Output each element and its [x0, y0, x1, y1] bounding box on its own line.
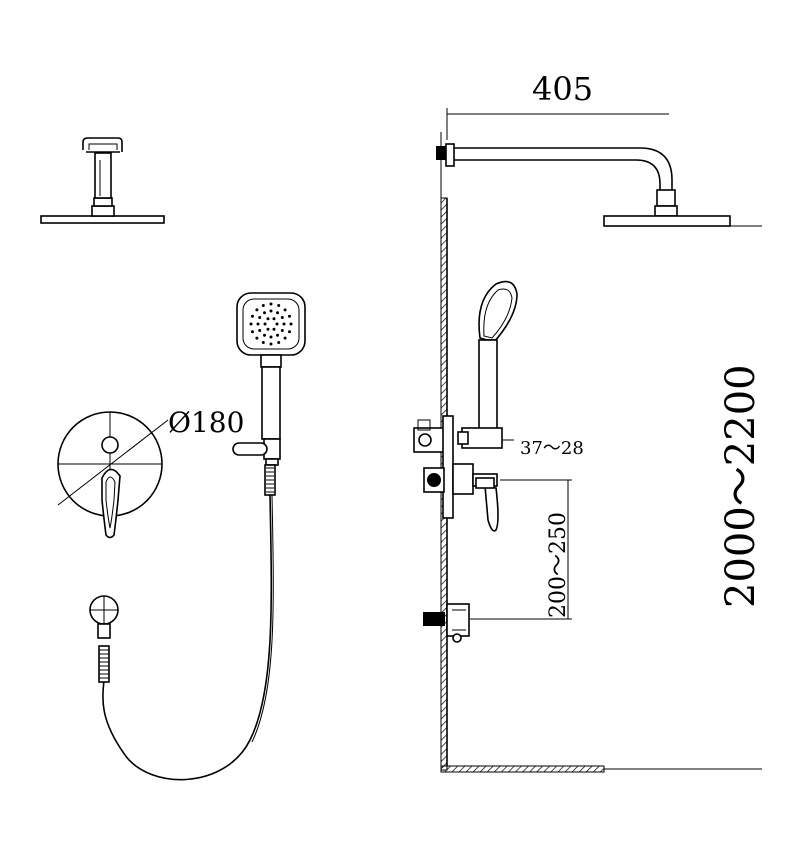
- spray-nozzle: [288, 330, 291, 334]
- valve-plate-front-view: [57, 411, 169, 539]
- spray-nozzle: [261, 341, 265, 344]
- valve-outlet-dimension: [470, 439, 572, 620]
- arm-length-label: 405: [532, 70, 593, 108]
- spray-nozzle: [280, 316, 284, 319]
- spray-nozzle: [282, 322, 286, 326]
- spray-nozzle: [269, 342, 273, 346]
- spray-nozzle: [277, 304, 281, 307]
- wall-outlet-side-view: [423, 603, 470, 643]
- spray-nozzle: [263, 311, 266, 315]
- wall-outlet-front-view: [89, 595, 119, 683]
- spray-nozzle: [261, 304, 265, 307]
- spray-nozzle: [283, 336, 287, 340]
- spray-nozzle: [269, 335, 273, 339]
- spray-nozzle: [251, 330, 254, 334]
- spray-nozzle: [258, 329, 262, 332]
- spray-nozzle: [276, 311, 279, 315]
- spray-nozzle: [280, 329, 284, 332]
- spray-nozzle: [269, 309, 273, 313]
- wall-gap-label: 37～28: [520, 438, 584, 459]
- spray-nozzle: [263, 333, 266, 337]
- hand-shower-front-view: [232, 292, 306, 496]
- plate-diameter-label: Ø180: [168, 406, 244, 439]
- spray-nozzle: [275, 322, 279, 326]
- head-height-dimension: [604, 225, 762, 770]
- spray-nozzle: [276, 333, 279, 337]
- spray-nozzle: [255, 336, 259, 340]
- spray-nozzle: [289, 322, 293, 326]
- valve-outlet-label: 200～250: [546, 512, 571, 618]
- spray-nozzle: [249, 322, 253, 326]
- shower-hose: [102, 494, 273, 781]
- hose-connector-hatch: [266, 467, 274, 493]
- spray-nozzle: [258, 316, 262, 319]
- spray-nozzle: [263, 322, 267, 326]
- spray-nozzle: [283, 308, 287, 312]
- spray-nozzle: [251, 314, 254, 318]
- spray-nozzle: [256, 322, 260, 326]
- spray-nozzle: [272, 327, 276, 331]
- spray-nozzle: [272, 317, 276, 321]
- spray-nozzle: [266, 317, 270, 321]
- hand-shower-side-view: [413, 280, 518, 519]
- shower-arm-side-view: [436, 143, 731, 227]
- spray-nozzle: [277, 341, 281, 344]
- arm-length-dimension: [446, 108, 669, 140]
- valve-side-view: [423, 463, 499, 532]
- head-height-label: 2000～2200: [718, 364, 764, 608]
- rain-head-front-view: [40, 137, 165, 224]
- spray-nozzle: [269, 302, 273, 306]
- spray-nozzle: [288, 314, 291, 318]
- spray-nozzle: [266, 327, 270, 331]
- spray-nozzle: [255, 308, 259, 312]
